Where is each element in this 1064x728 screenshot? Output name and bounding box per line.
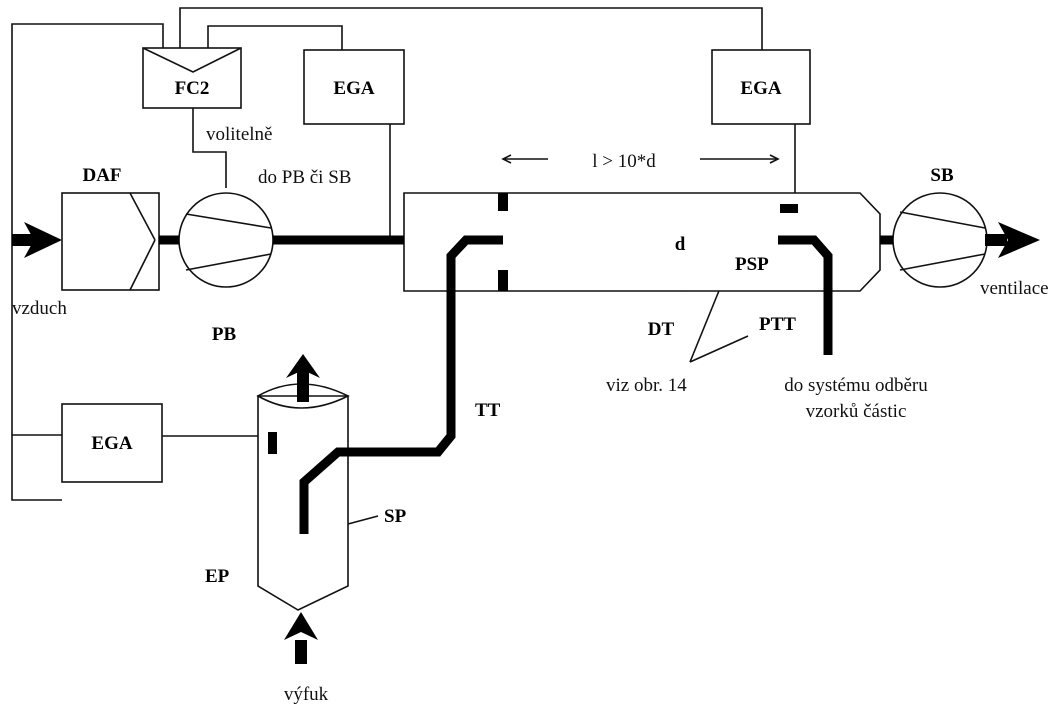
line-fc2-to-ega-left [207,25,343,50]
sb-label: SB [930,165,954,186]
length-condition-label: l > 10*d [592,151,656,172]
pb-label: PB [212,324,237,345]
ventilace-label: ventilace [980,278,1049,299]
viz-obr-label: viz obr. 14 [606,375,687,396]
orifice-top [498,193,508,211]
line-top-fc2-to-ega-right [179,7,763,50]
daf-label: DAF [82,165,121,186]
diameter-label: d [675,234,686,255]
fc2-box: FC2 [142,47,242,109]
vzduch-label: vzduch [12,298,67,319]
psp-label: PSP [735,254,769,275]
odber-line1-label: do systému odběru [784,375,928,396]
ega-bottom-box: EGA [61,403,163,483]
sp-label: SP [384,506,407,527]
ega-top-left-label: EGA [333,78,374,99]
pb-pump [178,192,274,288]
length-dimension-arrows [501,154,780,164]
do-pb-ci-sb-label: do PB či SB [258,167,351,188]
leader-ptt [689,335,749,363]
line-loop-left-lower [11,434,62,501]
fc2-label: FC2 [175,78,210,99]
odber-line2-label: vzorků částic [806,401,907,422]
arrow-air-in [12,222,62,258]
dilution-tunnel [403,192,881,292]
line-fc2-to-pb [192,108,227,188]
arrow-ep-out-top [286,354,320,402]
ega-top-right-label: EGA [740,78,781,99]
arrow-ventilation-out [985,222,1040,258]
vyfuk-label: výfuk [284,684,329,705]
ega-top-right-box: EGA [711,49,811,125]
ega-bottom-label: EGA [91,433,132,454]
ptt-label: PTT [759,314,796,335]
particle-transfer-tube-ptt [778,235,833,355]
pipes [159,193,893,534]
line-loop-left-upper [11,23,164,435]
orifice-bottom [498,270,508,291]
ep-label: EP [205,566,230,587]
arrow-exhaust-in [284,612,318,664]
ega-top-left-box: EGA [303,49,405,125]
sb-pump [892,192,988,288]
daf-box [61,192,160,291]
volitelne-label: volitelně [206,124,272,145]
ep-gas-probe [268,432,277,454]
transfer-tube-tt [299,235,503,534]
tt-label: TT [475,400,501,421]
probe-psp-tip [780,204,798,213]
dt-label: DT [648,319,675,340]
